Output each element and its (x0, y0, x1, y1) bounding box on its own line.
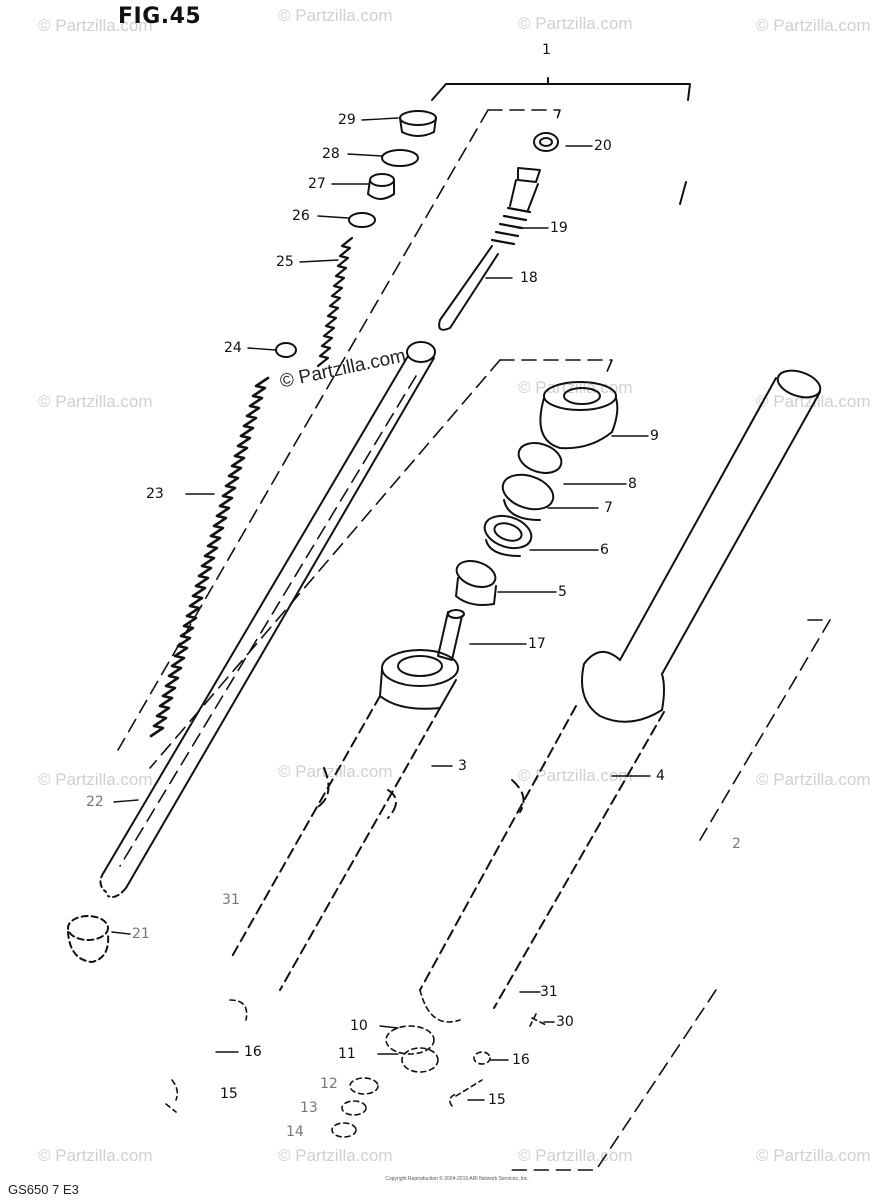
lower-bracket (507, 989, 717, 1171)
part-number: 2 (732, 836, 741, 852)
assembly-bracket (431, 77, 691, 205)
part-number: 27 (308, 176, 326, 192)
part-number: 15 (220, 1086, 238, 1102)
outer-tube-4-body (419, 705, 665, 1009)
part-number: 3 (458, 758, 467, 774)
ring-20 (533, 132, 559, 152)
part-number: 9 (650, 428, 659, 444)
part-number: 14 (286, 1124, 304, 1140)
oil-seal-6 (483, 514, 533, 557)
bushing-5 (455, 560, 497, 606)
spring-23 (149, 376, 270, 738)
part-number: 24 (224, 340, 242, 356)
model-code: GS650 7 E3 (8, 1182, 79, 1197)
circlip-8 (517, 442, 563, 474)
washer-7 (501, 473, 555, 521)
part-number: 31 (222, 892, 240, 908)
figure-title: FIG.45 (118, 4, 202, 29)
watermark: © Partzilla.com (756, 1146, 871, 1165)
watermark: © Partzilla.com (38, 16, 153, 35)
part-number: 6 (600, 542, 609, 558)
part-number: 1 (542, 42, 551, 58)
part-number: 25 (276, 254, 294, 270)
watermark: © Partzilla.com (38, 392, 153, 411)
watermark: © Partzilla.com (756, 770, 871, 789)
part-number: 13 (300, 1100, 318, 1116)
o-ring-28 (381, 149, 419, 167)
part-number: 26 (292, 208, 310, 224)
leader-lines (111, 117, 651, 1101)
watermark: © Partzilla.com (518, 14, 633, 33)
dust-seal-9 (539, 381, 619, 450)
part-number: 22 (86, 794, 104, 810)
watermark: © Partzilla.com (518, 378, 633, 397)
watermark: © Partzilla.com (756, 16, 871, 35)
watermark: © Partzilla.com (38, 1146, 153, 1165)
part-number: 21 (132, 926, 150, 942)
part-number: 30 (556, 1014, 574, 1030)
washer-26 (348, 212, 376, 228)
lower-hardware (165, 989, 549, 1138)
part-number: 16 (512, 1052, 530, 1068)
inner-tube-22 (99, 341, 436, 898)
spring-25 (316, 236, 354, 368)
spacer-27 (367, 173, 395, 200)
watermark: © Partzilla.com (278, 6, 393, 25)
watermark: © Partzilla.com (756, 392, 871, 411)
watermark: © Partzilla.com (278, 762, 393, 781)
part-number: 16 (244, 1044, 262, 1060)
part-number: 19 (550, 220, 568, 236)
part-number: 18 (520, 270, 538, 286)
cap-bolt-29 (399, 110, 437, 137)
watermark: © Partzilla.com (278, 1146, 393, 1165)
part-number: 28 (322, 146, 340, 162)
watermark: © Partzilla.com (518, 1146, 633, 1165)
seat-24 (275, 342, 297, 358)
oil-lock-piece-21 (67, 915, 110, 963)
watermark: © Partzilla.com (518, 766, 633, 785)
part-number: 12 (320, 1076, 338, 1092)
part-number: 11 (338, 1046, 356, 1062)
part-number: 23 (146, 486, 164, 502)
watermark: © Partzilla.com (38, 770, 153, 789)
piston-ring-19 (490, 206, 532, 246)
part-number: 4 (656, 768, 665, 784)
group-bracket-lines (117, 109, 831, 867)
part-number: 31 (540, 984, 558, 1000)
part-number: 5 (558, 584, 567, 600)
copyright-notice: Copyright Reproduction © 2004-2019 ARI N… (385, 1176, 529, 1182)
part-number: 29 (338, 112, 356, 128)
part-number: 8 (628, 476, 637, 492)
damper-rod-18 (438, 167, 541, 331)
outer-tube-4 (581, 369, 822, 723)
part-number: 10 (350, 1018, 368, 1034)
part-number: 7 (604, 500, 613, 516)
outer-tube-3-body (229, 695, 441, 991)
part-number: 20 (594, 138, 612, 154)
part-number: 17 (528, 636, 546, 652)
rod-17 (437, 609, 465, 661)
part-number: 15 (488, 1092, 506, 1108)
